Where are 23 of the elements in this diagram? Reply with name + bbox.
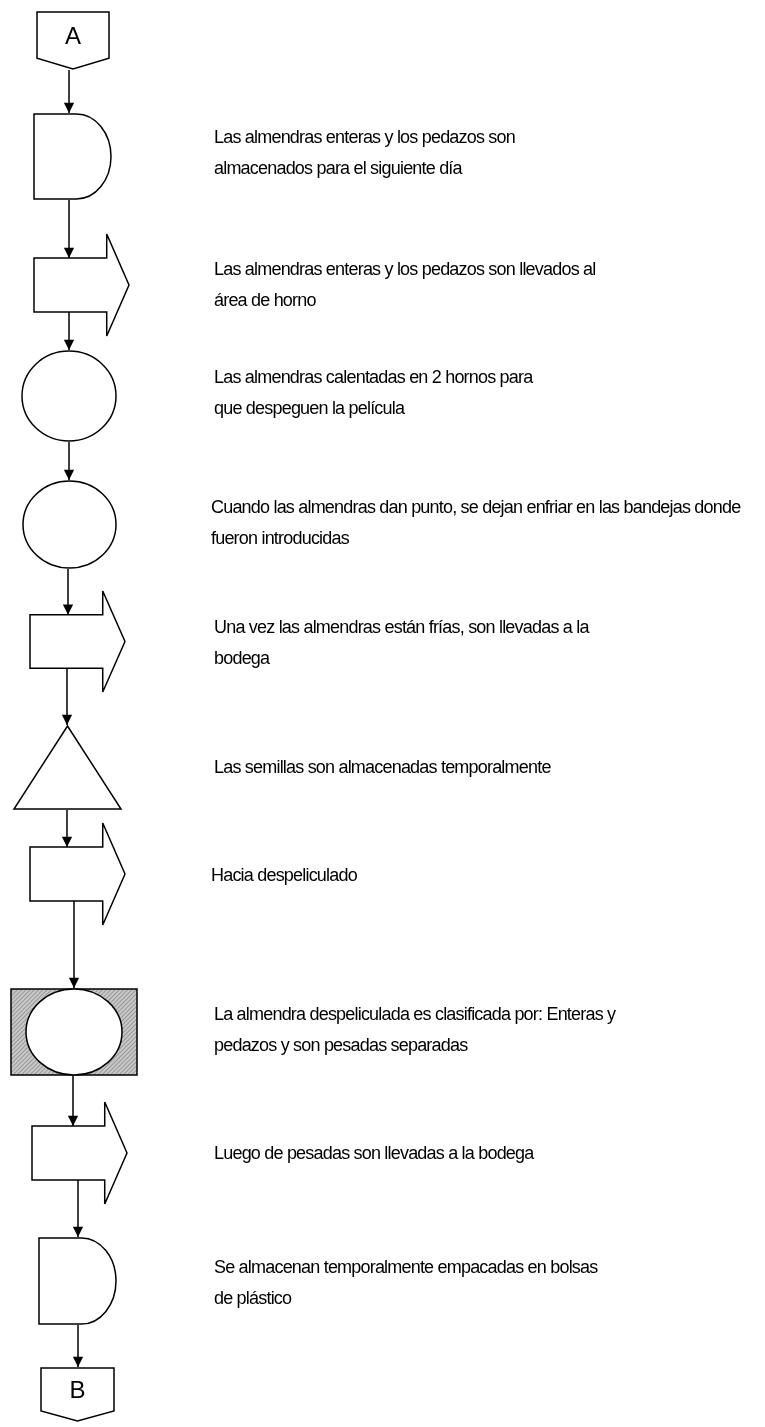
step-description: Una vez las almendras están frías, son llevadas a la bodega xyxy=(214,616,591,670)
arrow xyxy=(72,1179,84,1238)
step-description: Las almendras calentadas en 2 hornos para que despeguen la película xyxy=(214,366,535,420)
arrow xyxy=(68,900,80,989)
step-description: Se almacenan temporalmente empacadas en bolsas de plástico xyxy=(214,1256,599,1310)
connector-letter: B xyxy=(68,1378,87,1403)
arrow xyxy=(62,568,74,616)
step-description: Hacia despeliculado xyxy=(211,863,358,887)
connector-letter: A xyxy=(64,23,82,48)
arrow xyxy=(61,667,73,726)
arrow xyxy=(63,69,75,114)
step-description: Luego de pesadas son llevadas a la bodega xyxy=(214,1141,536,1165)
arrow xyxy=(72,1324,84,1368)
step-description: La almendra despeliculada es clasificada por: Enteras y pedazos y son pesadas separadas xyxy=(214,1003,617,1057)
arrow xyxy=(63,441,75,481)
arrow xyxy=(63,199,75,259)
step-description: Las almendras enteras y los pedazos son llevados al área de horno xyxy=(214,258,597,312)
step-description: Las almendras enteras y los pedazos son almacenados para el siguiente día xyxy=(214,126,516,180)
arrow xyxy=(61,809,73,848)
step-description: Las semillas son almacenadas temporalmente xyxy=(214,755,552,779)
arrow xyxy=(67,1075,79,1127)
step-description: Cuando las almendras dan punto, se dejan enfriar en las bandejas donde fueron introducidas xyxy=(211,496,742,550)
arrow xyxy=(63,311,75,351)
